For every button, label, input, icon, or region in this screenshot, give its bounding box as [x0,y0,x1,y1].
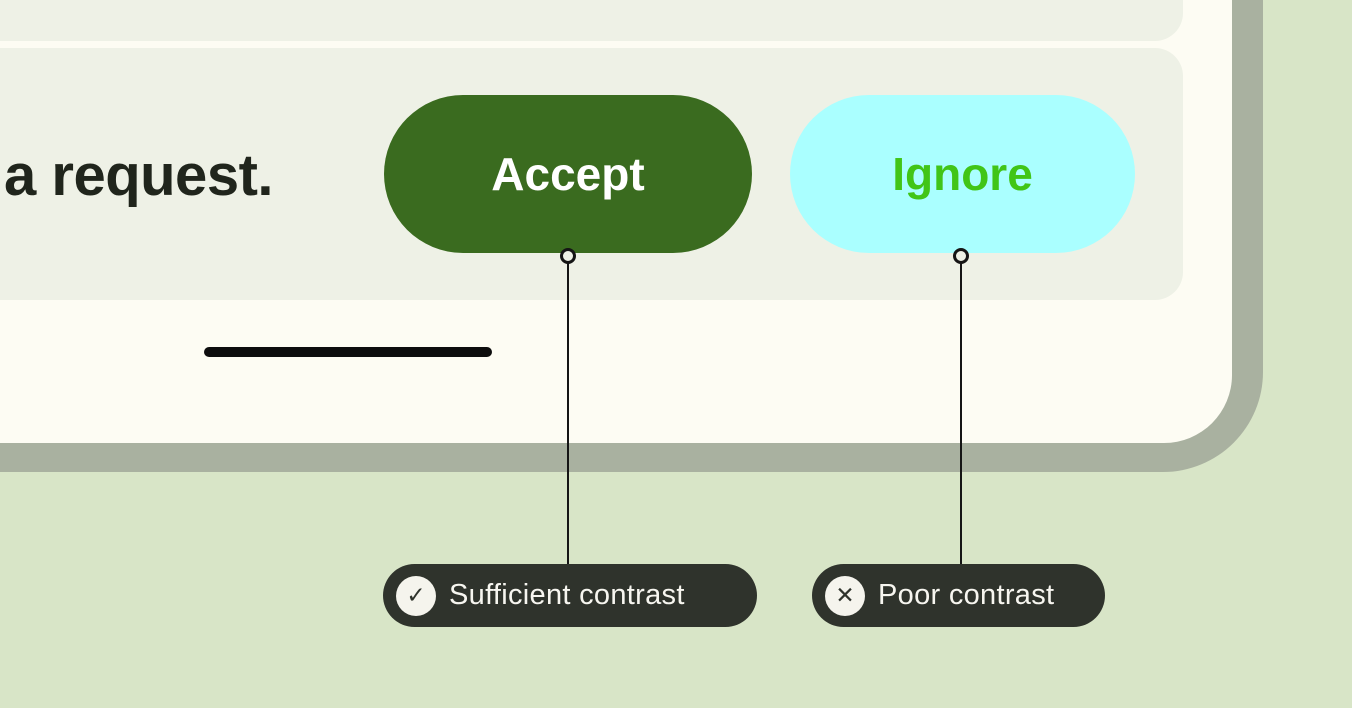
sufficient-contrast-callout: ✓ Sufficient contrast [383,564,757,627]
poor-contrast-callout: ✕ Poor contrast [812,564,1105,627]
sufficient-contrast-label: Sufficient contrast [449,579,685,611]
check-icon: ✓ [396,575,436,616]
connector-line-sufficient [567,256,569,568]
phone-frame: a request. Accept Ignore [0,0,1263,472]
connector-line-poor [960,256,962,568]
previous-card-sliver [0,0,1183,41]
notification-card: a request. Accept Ignore [0,48,1183,300]
notification-message: a request. [4,143,274,208]
accept-button[interactable]: Accept [384,95,752,253]
cross-icon: ✕ [825,575,865,616]
poor-contrast-label: Poor contrast [878,579,1055,611]
home-indicator-line [204,347,492,357]
connector-dot-poor [953,248,969,264]
phone-screen: a request. Accept Ignore [0,0,1232,443]
ignore-button[interactable]: Ignore [790,95,1135,253]
connector-dot-sufficient [560,248,576,264]
